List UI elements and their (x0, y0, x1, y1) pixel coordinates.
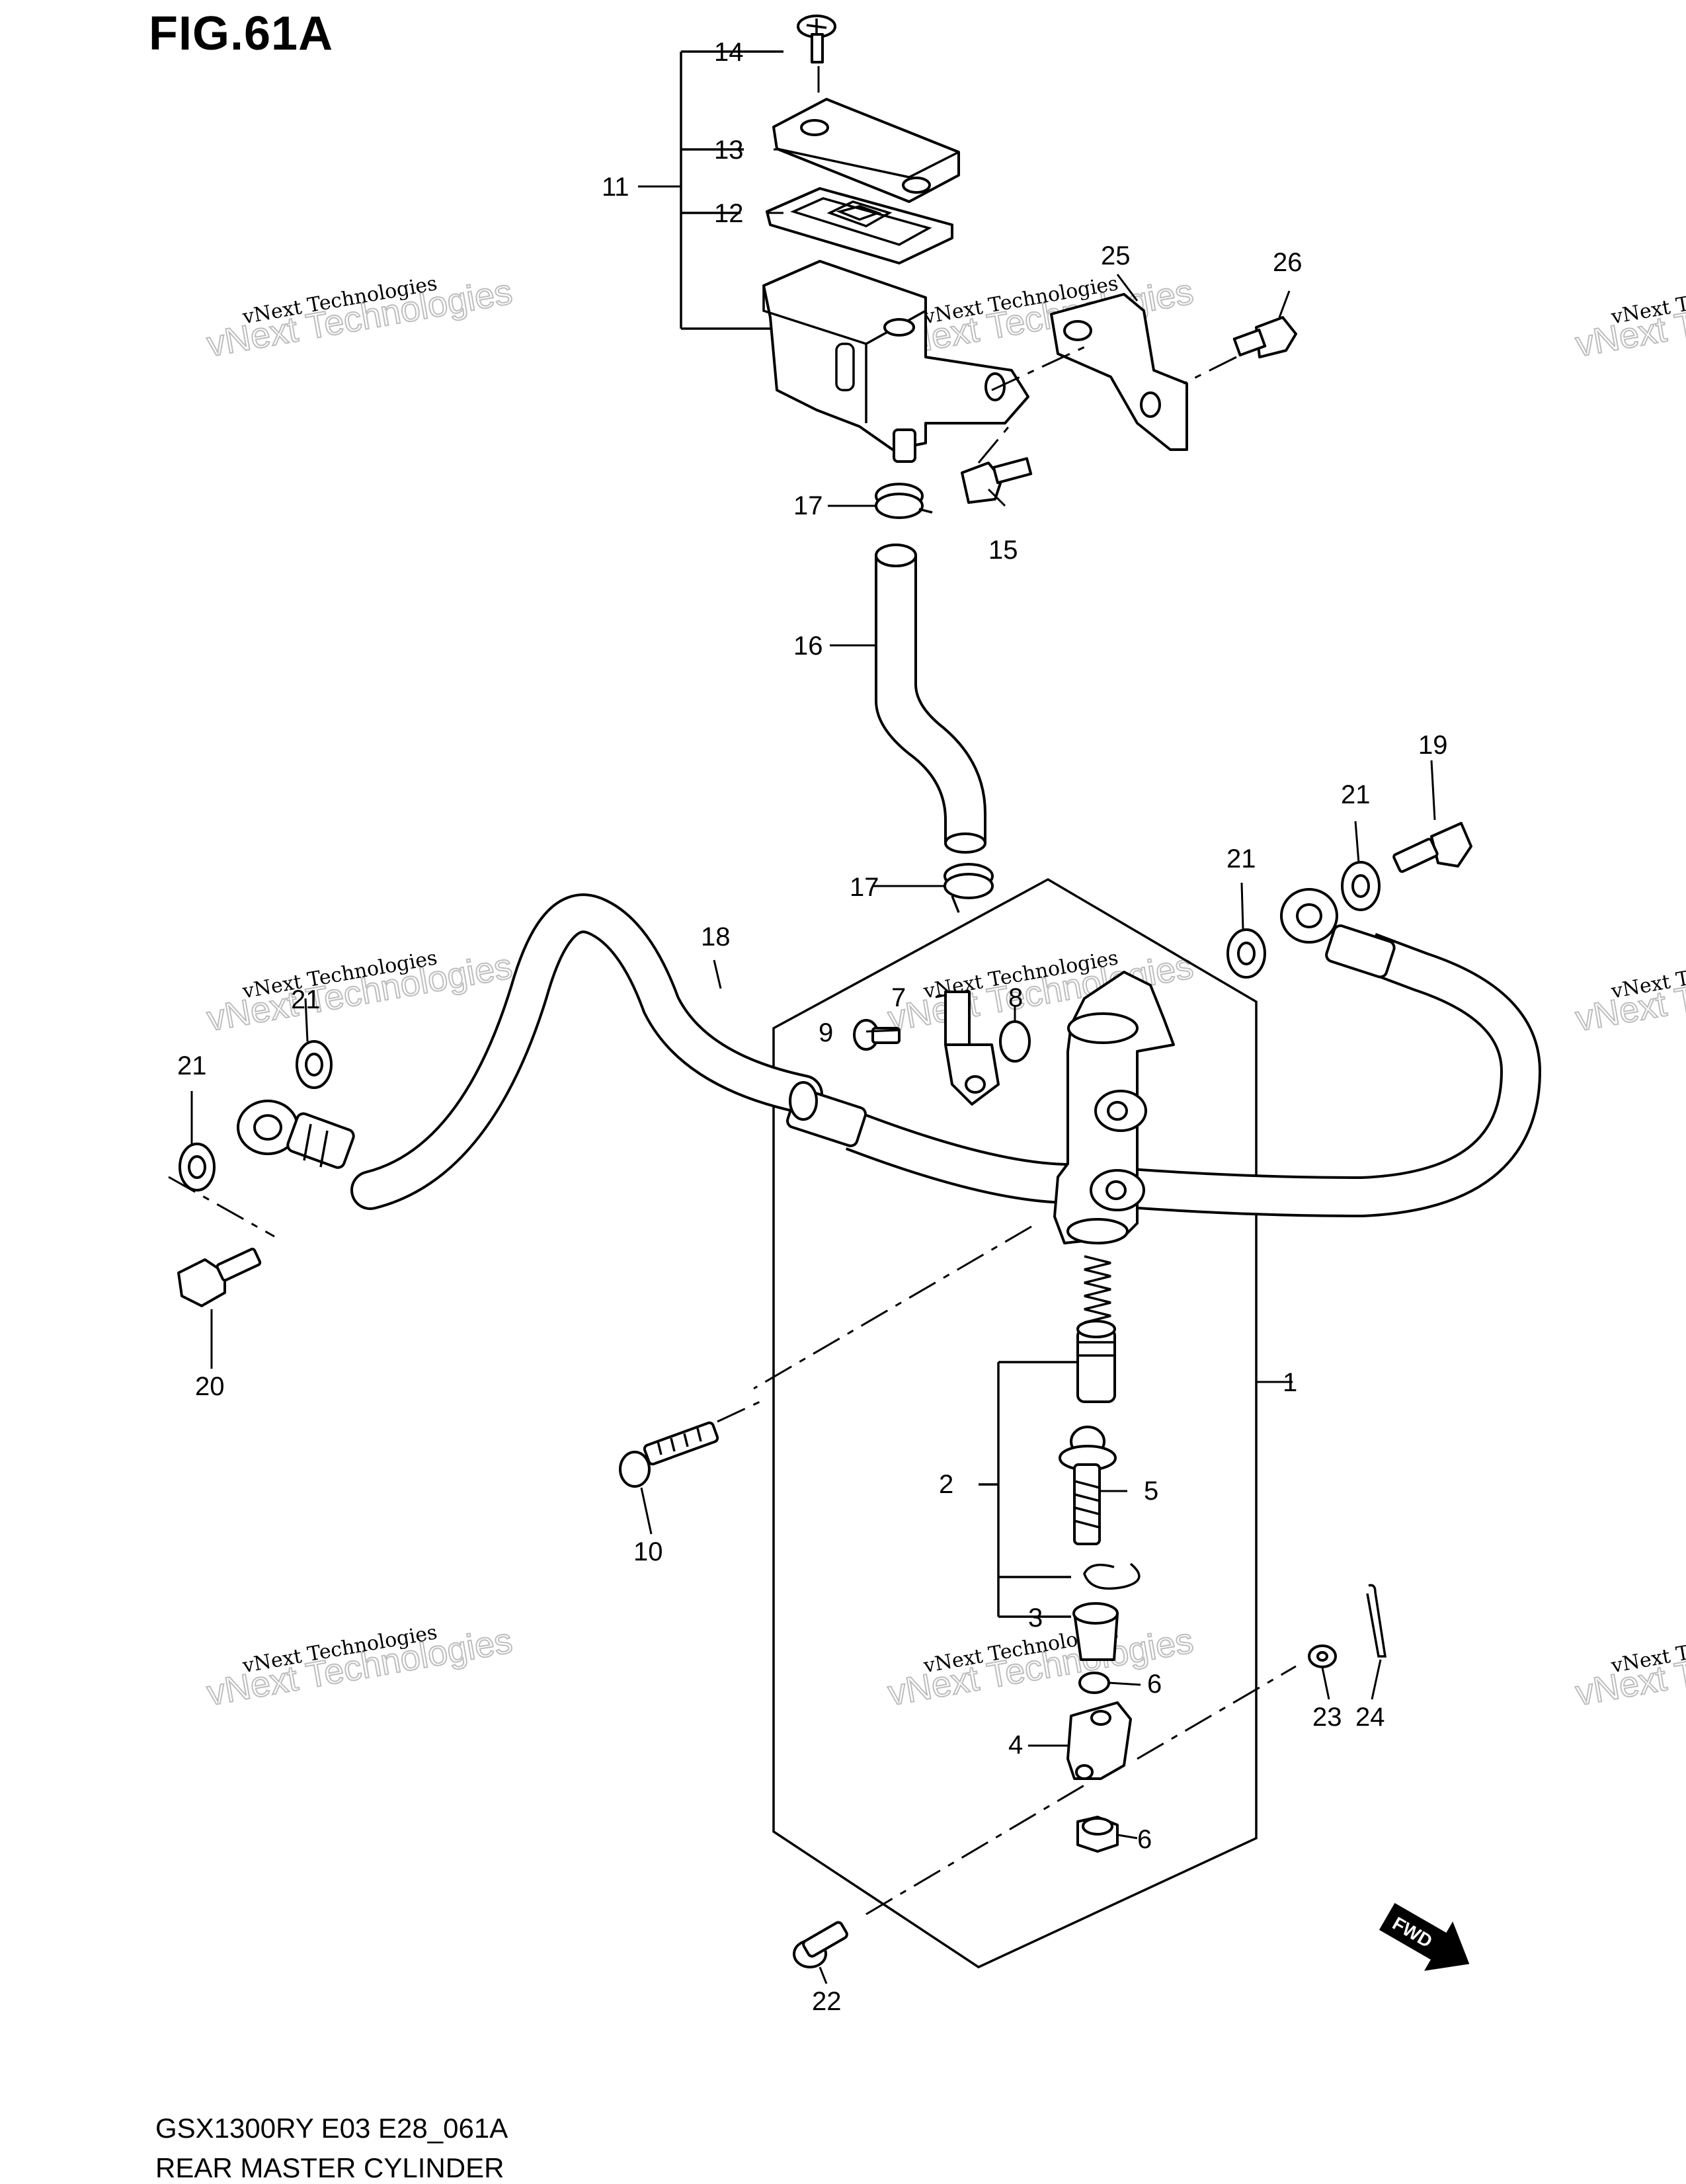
callout-8: 8 (1008, 983, 1023, 1012)
callout-16: 16 (793, 631, 823, 661)
part-6-lower-nut (1076, 1816, 1119, 1853)
part-4-clevis (1066, 1701, 1132, 1780)
callout-7: 7 (891, 983, 906, 1012)
footer-model-code: GSX1300RY E03 E28_061A (155, 2113, 508, 2144)
footer-assembly-name: REAR MASTER CYLINDER (155, 2152, 504, 2183)
callout-6a: 6 (1147, 1670, 1162, 1699)
callout-17b: 17 (850, 873, 879, 902)
part-10-bolt (619, 1397, 768, 1488)
callout-3: 3 (1028, 1603, 1043, 1633)
part-21-right-washer-2 (1226, 928, 1266, 979)
part-14-screw (797, 15, 836, 93)
pin-axis-line (865, 1784, 1085, 1916)
figure-title: FIG.61A (149, 7, 334, 60)
callout-4: 4 (1008, 1730, 1023, 1759)
reservoir-group-bracket (680, 50, 783, 330)
part-12-diaphragm (766, 187, 953, 264)
callout-23: 23 (1312, 1703, 1342, 1732)
part-16-reservoir-hose (875, 544, 986, 854)
part-26-bolt (1183, 316, 1297, 385)
callout-6b: 6 (1137, 1825, 1152, 1854)
callout-labels: 14 13 12 11 17 15 16 17 18 21 21 9 7 8 2… (177, 38, 1448, 2016)
axis-line (753, 1225, 1032, 1390)
callout-1: 1 (1283, 1368, 1297, 1397)
part-15-bolt (961, 423, 1033, 504)
part-19-union-bolt (1392, 822, 1472, 873)
callout-2: 2 (939, 1470, 953, 1499)
part-23-washer (1308, 1644, 1337, 1668)
callout-21-lu: 21 (291, 985, 321, 1014)
part-6-upper-nut (1078, 1672, 1110, 1694)
part-17-lower-clamp (943, 863, 994, 913)
callout-24: 24 (1355, 1703, 1385, 1732)
callout-5: 5 (1144, 1476, 1158, 1506)
callout-19: 19 (1418, 731, 1448, 760)
part-24-cotter-pin (1366, 1584, 1387, 1658)
part-21-left-washer-1 (179, 1143, 216, 1192)
part-1-master-cylinder (1053, 971, 1175, 1244)
master-cylinder-hose-fitting (786, 1081, 867, 1147)
part-8-o-ring (999, 1020, 1031, 1063)
fwd-arrow-icon: FWD (1379, 1902, 1470, 1971)
part-5-push-rod (1059, 1426, 1117, 1545)
callout-26: 26 (1273, 248, 1303, 277)
leader-lines (190, 50, 1436, 1984)
callout-15: 15 (988, 536, 1018, 565)
part-21-right-washer-1 (1341, 861, 1381, 911)
part-17-upper-clamp (875, 483, 933, 519)
callout-21-ll: 21 (177, 1051, 207, 1080)
part-13-reservoir-cap (772, 98, 960, 203)
callout-9: 9 (819, 1018, 833, 1047)
callout-18: 18 (701, 922, 731, 951)
part-7-joint (944, 991, 1000, 1106)
washer-axis-line (1137, 1665, 1297, 1760)
part-18-brake-hose (350, 893, 1542, 1218)
callout-25: 25 (1101, 241, 1131, 270)
callout-13: 13 (714, 136, 744, 165)
part-2-circlip (1083, 1562, 1141, 1590)
part-2-spring (1084, 1255, 1111, 1324)
part-2-piston (1076, 1320, 1116, 1403)
callout-21-ru: 21 (1226, 844, 1256, 873)
callout-20: 20 (195, 1372, 225, 1401)
callout-12: 12 (714, 199, 744, 228)
part-18-right-banjo-end (1280, 888, 1396, 979)
part-18-left-banjo-end (237, 1100, 355, 1169)
part-20-union-bolt (168, 1176, 275, 1307)
part-25-bracket (991, 293, 1188, 451)
part-22-clevis-pin (793, 1921, 848, 1968)
callout-14: 14 (714, 38, 744, 67)
part-3-boot (1072, 1602, 1119, 1661)
part-11-reservoir-body (762, 260, 1029, 463)
callout-10: 10 (633, 1537, 663, 1566)
piston-group-bracket (979, 1361, 1081, 1618)
callout-17a: 17 (793, 491, 823, 520)
callout-22: 22 (812, 1987, 842, 2016)
callout-21-rr: 21 (1341, 780, 1371, 809)
assembly-outline (772, 877, 1258, 1968)
callout-11: 11 (602, 173, 629, 202)
part-21-left-washer-2 (296, 1040, 333, 1089)
